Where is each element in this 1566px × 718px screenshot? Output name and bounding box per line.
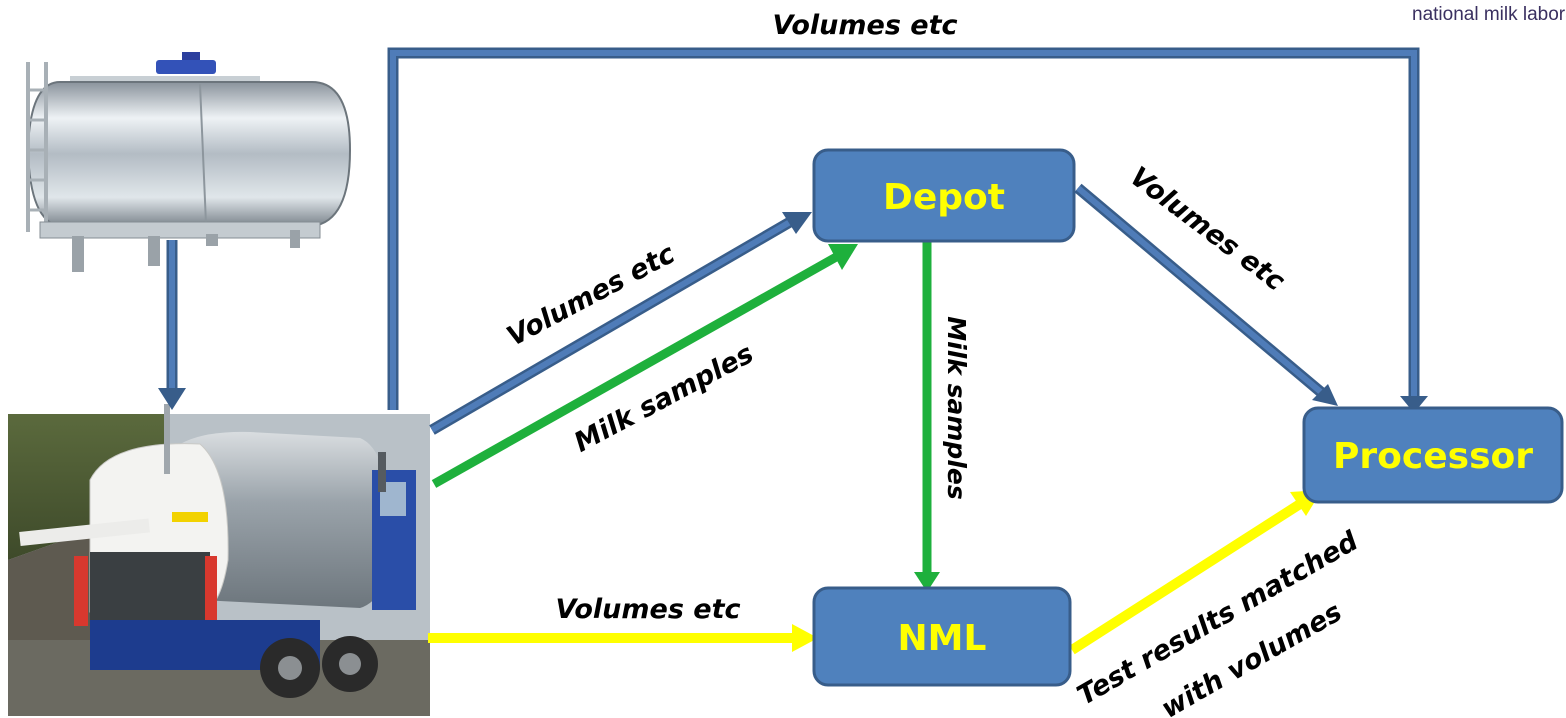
result-arrows [428,490,1322,655]
depot-label: Depot [883,177,1005,218]
brand-text: national milk labora [1412,4,1566,25]
arrow-tanker-processor-top [387,47,1428,413]
arrow-tanker-depot-volumes [429,212,812,435]
top-volumes-label: Volumes etc [772,10,957,41]
processor-label: Processor [1333,436,1533,477]
tanker-nml-volumes-label: Volumes etc [555,594,740,625]
volume-arrows [158,47,1428,435]
arrow-depot-nml-samples [914,242,940,592]
milk-tanker-photo [8,404,430,716]
node-nml[interactable]: NML [812,586,1072,687]
node-processor[interactable]: Processor [1302,406,1564,504]
farm-milk-tank-image [26,52,352,272]
depot-processor-volumes-label: Volumes etc [1124,161,1290,297]
arrow-tanker-depot-samples [431,244,858,488]
node-depot[interactable]: Depot [812,148,1076,243]
nml-label: NML [898,618,987,659]
sample-arrows [431,242,940,592]
arrow-depot-processor [1074,183,1338,406]
arrow-tanker-nml-volumes [428,624,818,652]
depot-nml-samples-label: Milk samples [942,316,971,499]
arrow-tank-tanker [158,240,186,410]
